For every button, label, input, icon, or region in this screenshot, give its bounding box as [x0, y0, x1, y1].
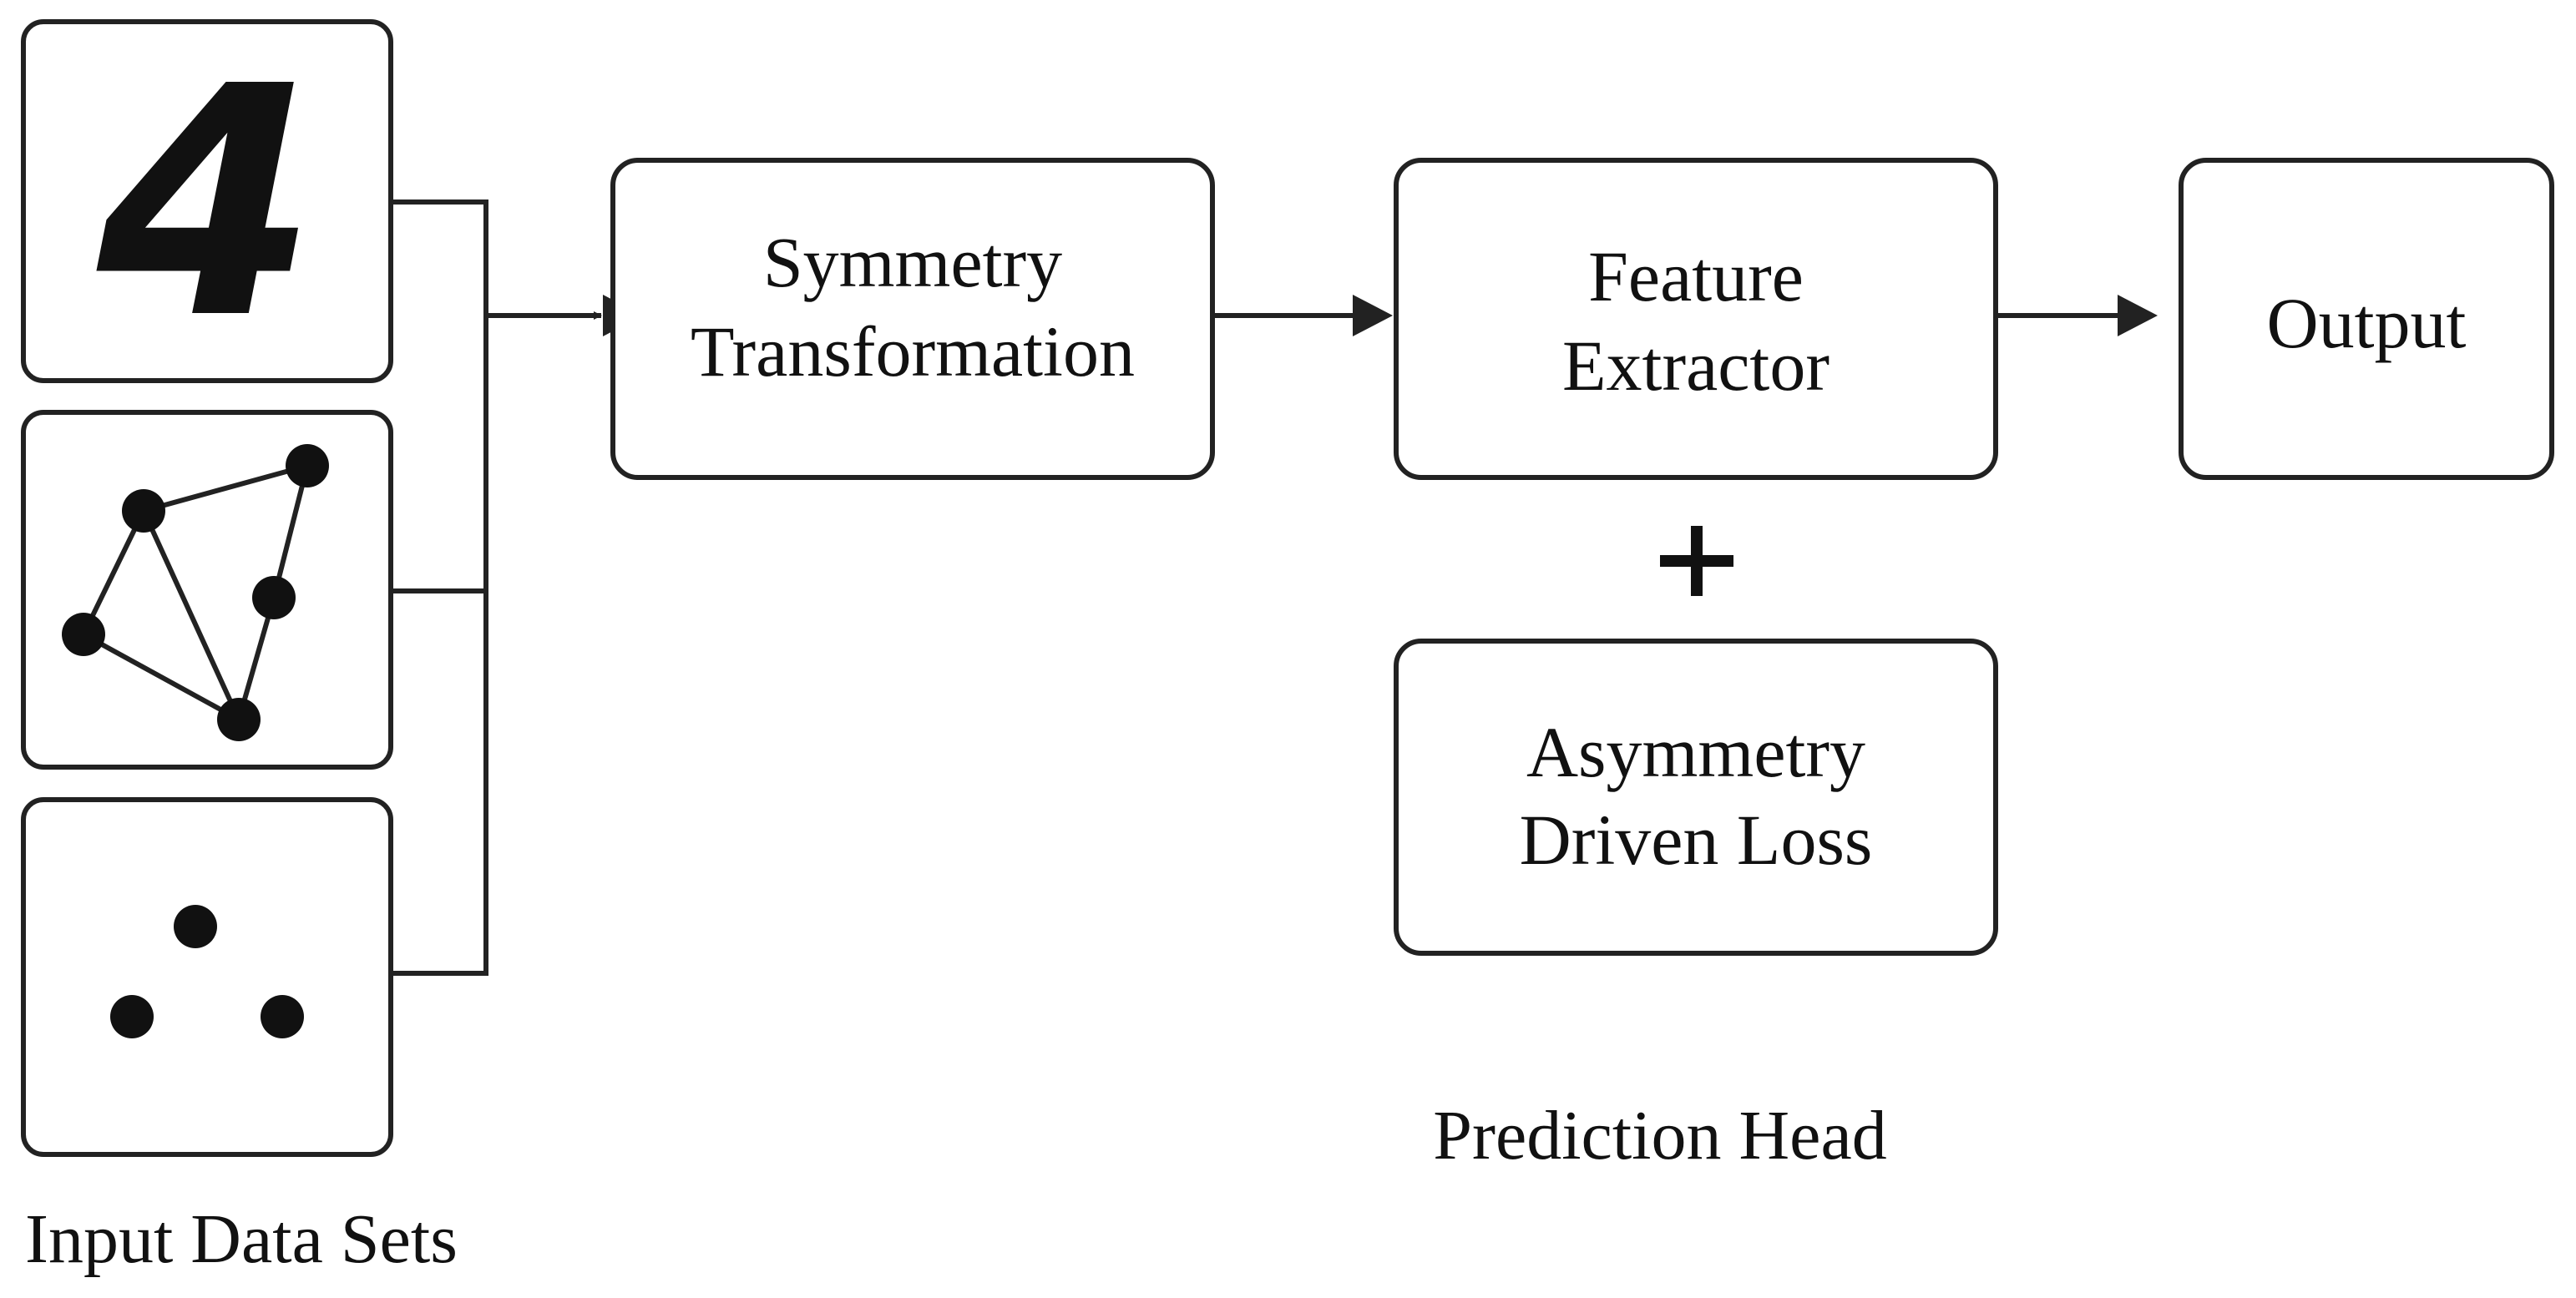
- graph-edge: [271, 465, 310, 598]
- graph-node: [62, 613, 105, 656]
- input-graph-box: [21, 410, 393, 770]
- symmetry-line2: Transformation: [691, 311, 1135, 391]
- graph-edge: [82, 632, 240, 722]
- loss-line1: Asymmetry: [1526, 712, 1865, 792]
- arrowhead-feature: [1353, 295, 1393, 336]
- symmetry-transformation-box: Symmetry Transformation: [610, 158, 1215, 480]
- input-datasets-caption: Input Data Sets: [25, 1200, 458, 1278]
- graph-node: [122, 489, 165, 533]
- feature-line1: Feature: [1588, 236, 1804, 316]
- graph-edge: [143, 463, 308, 513]
- input-bracket: [391, 199, 488, 976]
- point: [261, 995, 304, 1038]
- feature-line2: Extractor: [1562, 326, 1830, 406]
- graph-node: [217, 698, 261, 741]
- point-cloud-sample: [110, 905, 304, 1038]
- digit-sample-glyph: 4: [92, 18, 317, 388]
- feature-extractor-box: Feature Extractor: [1394, 158, 1998, 480]
- output-box: Output: [2179, 158, 2554, 480]
- graph-node: [252, 576, 296, 619]
- graph-sample: [62, 444, 329, 741]
- asymmetry-loss-box: Asymmetry Driven Loss: [1394, 639, 1998, 956]
- graph-node: [286, 444, 329, 487]
- symmetry-line1: Symmetry: [763, 222, 1062, 302]
- plus-icon: [1660, 526, 1733, 596]
- point: [174, 905, 217, 948]
- input-digit-box: 4: [21, 18, 393, 388]
- graph-edge: [141, 509, 241, 721]
- loss-line2: Driven Loss: [1520, 800, 1873, 880]
- arrowhead-output: [2118, 295, 2158, 336]
- prediction-head-caption: Prediction Head: [1433, 1097, 1887, 1174]
- graph-edge: [81, 509, 146, 636]
- point: [110, 995, 154, 1038]
- input-points-box: [21, 797, 393, 1157]
- output-label: Output: [2267, 283, 2467, 363]
